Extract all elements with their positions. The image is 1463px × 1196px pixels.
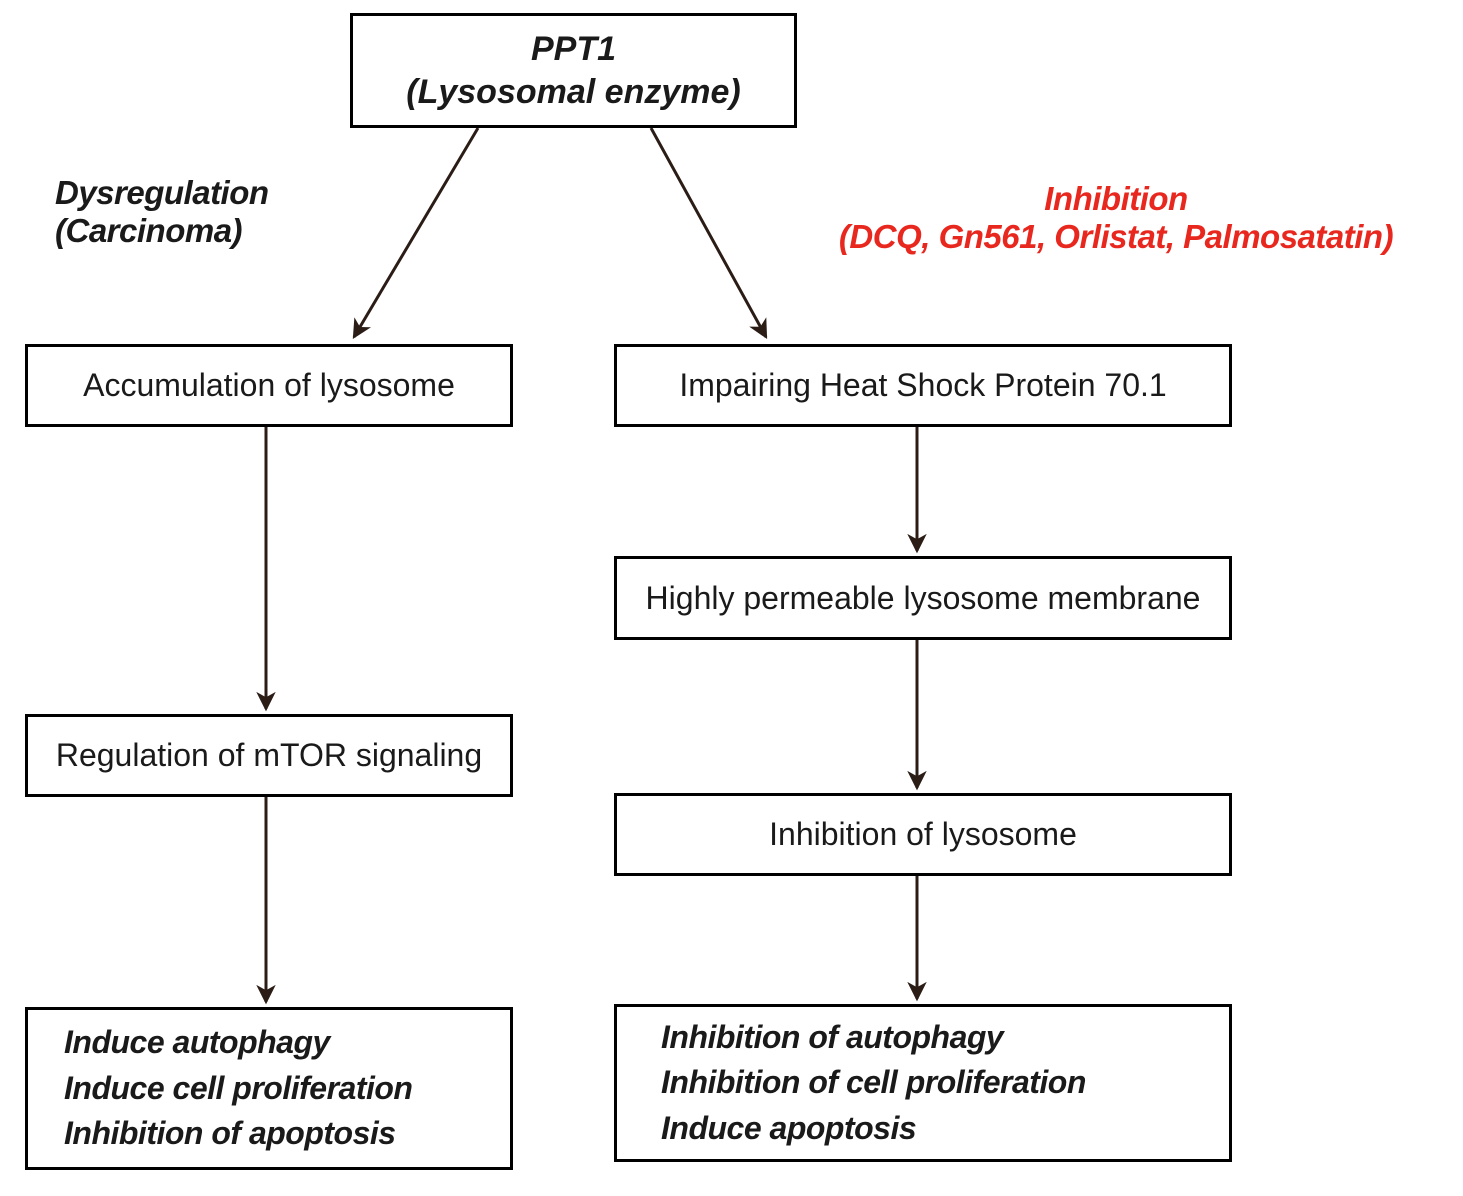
left-outcome-line3: Inhibition of apoptosis xyxy=(64,1115,396,1152)
ppt1-box-line2: (Lysosomal enzyme) xyxy=(406,72,741,111)
right-outcome-box: Inhibition of autophagy Inhibition of ce… xyxy=(614,1004,1232,1162)
ppt1-box-line1: PPT1 xyxy=(530,30,617,68)
permeable-membrane-box: Highly permeable lysosome membrane xyxy=(614,556,1232,640)
inhibition-of-lysosome-box: Inhibition of lysosome xyxy=(614,793,1232,876)
mtor-signaling-text: Regulation of mTOR signaling xyxy=(55,737,483,774)
right-outcome-line1: Inhibition of autophagy xyxy=(661,1018,1004,1055)
right-outcome-line3: Induce apoptosis xyxy=(661,1109,917,1146)
right-outcome-line2: Inhibition of cell proliferation xyxy=(661,1064,1086,1101)
arrow-root-to-hsp xyxy=(649,127,768,340)
left-outcome-box: Induce autophagy Induce cell proliferati… xyxy=(25,1007,513,1170)
left-outcome-line2: Induce cell proliferation xyxy=(64,1069,413,1106)
hsp70-box: Impairing Heat Shock Protein 70.1 xyxy=(614,344,1232,427)
dysregulation-label-line2: (Carcinoma) xyxy=(55,211,243,249)
inhibition-label-line1: Inhibition xyxy=(1044,180,1188,217)
left-outcome-line1: Induce autophagy xyxy=(64,1024,330,1061)
inhibition-label-line2: (DCQ, Gn561, Orlistat, Palmosatatin) xyxy=(838,217,1394,255)
accumulation-of-lysosome-box: Accumulation of lysosome xyxy=(25,344,513,427)
inhibition-of-lysosome-text: Inhibition of lysosome xyxy=(769,816,1077,853)
hsp70-text: Impairing Heat Shock Protein 70.1 xyxy=(679,367,1167,404)
permeable-membrane-text: Highly permeable lysosome membrane xyxy=(645,579,1201,616)
dysregulation-label-line1: Dysregulation xyxy=(55,174,269,211)
dysregulation-label: Dysregulation (Carcinoma) xyxy=(55,174,375,250)
inhibition-label: Inhibition (DCQ, Gn561, Orlistat, Palmos… xyxy=(786,180,1446,256)
ppt1-box: PPT1 (Lysosomal enzyme) xyxy=(350,13,797,128)
accumulation-of-lysosome-text: Accumulation of lysosome xyxy=(83,367,455,404)
mtor-signaling-box: Regulation of mTOR signaling xyxy=(25,714,513,797)
